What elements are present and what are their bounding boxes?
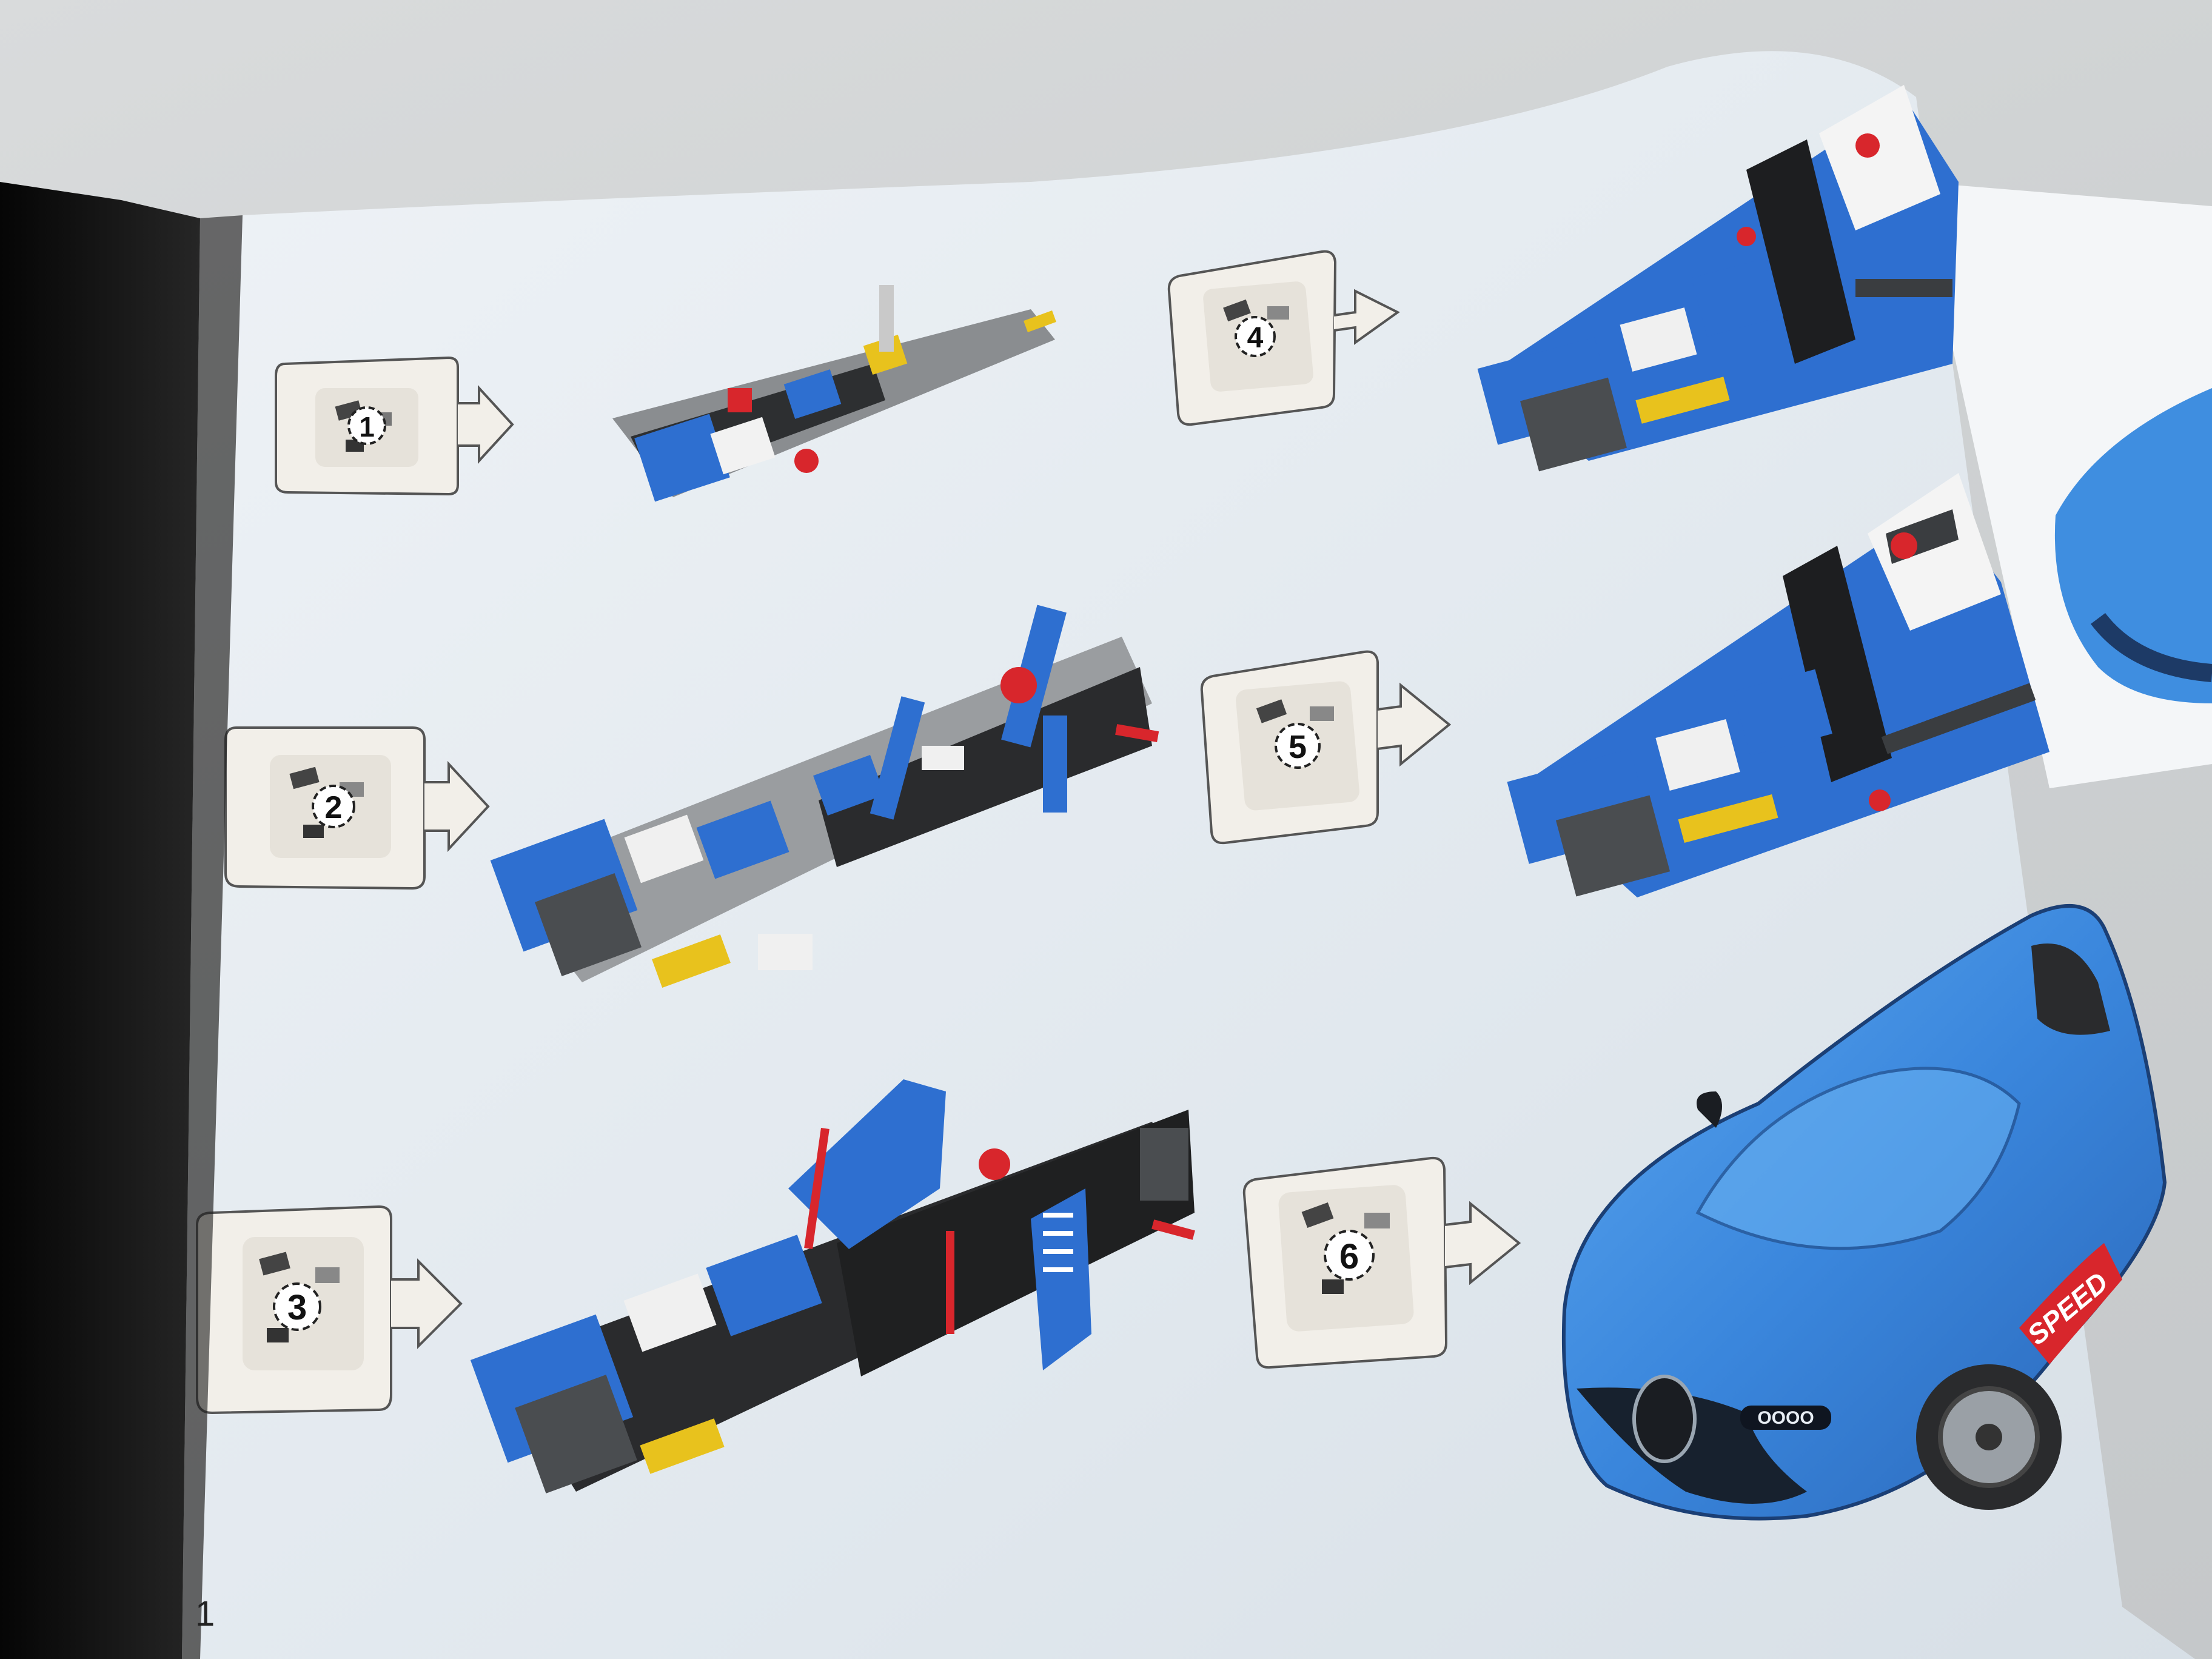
step-4-bag-card: 4 <box>1167 250 1400 426</box>
step-5-assembly-image <box>1507 473 2049 897</box>
step-3-assembly-image <box>470 1079 1195 1493</box>
step-4-number: 4 <box>1247 322 1264 354</box>
step-6-bag-card: 6 <box>1242 1156 1521 1369</box>
page-edge-shadow <box>182 215 243 1659</box>
step-1-bag-card: 1 <box>275 356 514 496</box>
booklet-cover <box>0 182 200 1659</box>
step-3-number: 3 <box>287 1288 307 1327</box>
step-2-number: 2 <box>325 790 343 825</box>
step-5-bag-card: 5 <box>1200 650 1452 845</box>
step-1-assembly-image <box>612 285 1056 502</box>
step-6-number: 6 <box>1339 1237 1359 1276</box>
step-1-number: 1 <box>359 411 375 443</box>
right-page-car-image <box>2054 388 2212 703</box>
step-5-number: 5 <box>1289 729 1307 765</box>
step-2-assembly-image <box>490 605 1159 988</box>
step-4-assembly-image <box>1477 85 1959 472</box>
page-number: 1 <box>195 1594 215 1634</box>
step-6-final-car-image: OOOO SPEED <box>1561 904 2167 1521</box>
step-3-bag-card: 3 <box>196 1205 463 1415</box>
car-headlight-text: OOOO <box>1757 1408 1814 1428</box>
